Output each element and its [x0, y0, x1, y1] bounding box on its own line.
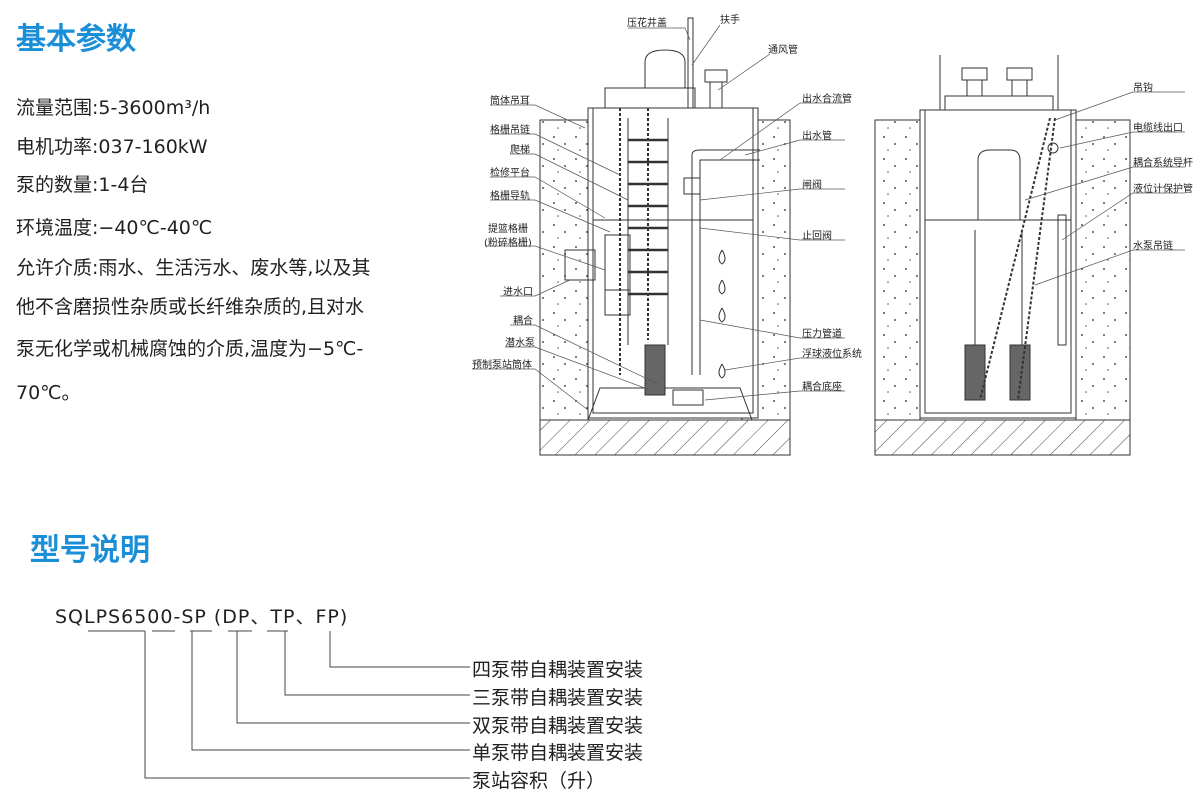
- param-power: 电机功率:037-160kW: [16, 136, 208, 158]
- label-cover: 压花井盖: [627, 18, 667, 29]
- label-crush-grille: (粉碎格栅): [484, 238, 532, 249]
- label-check-valve: 止回阀: [802, 231, 832, 242]
- legend-volume: 泵站容积（升）: [472, 770, 606, 792]
- label-gate-valve: 闸阀: [802, 180, 822, 191]
- leader-lines: [472, 24, 1185, 411]
- label-float-system: 浮球液位系统: [802, 349, 862, 360]
- label-level-tube: 液位计保护管: [1133, 184, 1193, 195]
- model-title: 型号说明: [30, 533, 150, 568]
- label-platform: 检修平台: [490, 168, 530, 179]
- param-medium-4: 70℃。: [16, 382, 81, 404]
- label-cable-outlet: 电缆线出口: [1133, 123, 1183, 134]
- param-flow: 流量范围:5-3600m³/h: [16, 97, 211, 119]
- param-pump-count: 泵的数量:1-4台: [16, 174, 149, 196]
- param-medium-2: 他不含磨损性杂质或长纤维杂质的,且对水: [16, 296, 365, 318]
- legend-four-pump: 四泵带自耦装置安装: [472, 659, 644, 681]
- left-section-drawing: [539, 17, 791, 456]
- right-section-drawing: [874, 55, 1131, 456]
- label-guide-rod: 耦合系统导杆: [1133, 158, 1193, 169]
- label-pump-chain: 水泵吊链: [1133, 241, 1173, 252]
- basic-params-title: 基本参数: [16, 22, 136, 57]
- label-merge-pipe: 出水合流管: [802, 94, 852, 105]
- model-connector-lines: [88, 630, 470, 779]
- legend-three-pump: 三泵带自耦装置安装: [472, 687, 644, 709]
- label-coupling: 耦合: [513, 316, 533, 327]
- label-grille-chain: 格栅吊链: [490, 125, 530, 136]
- param-medium-1: 允许介质:雨水、生活污水、废水等,以及其: [16, 257, 371, 279]
- label-prefab-tube: 预制泵站筒体: [472, 360, 532, 371]
- label-outlet-pipe: 出水管: [802, 131, 832, 142]
- param-medium-3: 泵无化学或机械腐蚀的介质,温度为−5℃-: [16, 338, 364, 360]
- param-temp: 环境温度:−40℃-40℃: [16, 217, 213, 239]
- model-code: SQLPS6500-SP (DP、TP、FP): [55, 606, 349, 628]
- label-grille-rail: 格栅导轨: [490, 191, 530, 202]
- legend-single-pump: 单泵带自耦装置安装: [472, 742, 644, 764]
- label-inlet: 进水口: [503, 287, 533, 298]
- label-ladder: 爬梯: [510, 145, 530, 156]
- label-basket-grille: 提篮格栅: [488, 224, 528, 235]
- label-pressure-pipe: 压力管道: [802, 329, 842, 340]
- label-coupling-base: 耦合底座: [802, 382, 842, 393]
- legend-two-pump: 双泵带自耦装置安装: [472, 715, 644, 737]
- label-tube-lug: 筒体吊耳: [490, 96, 530, 107]
- label-handrail: 扶手: [720, 15, 740, 26]
- label-submersible-pump: 潜水泵: [505, 338, 535, 349]
- label-hook: 吊钩: [1133, 83, 1153, 94]
- label-vent-pipe: 通风管: [768, 45, 798, 56]
